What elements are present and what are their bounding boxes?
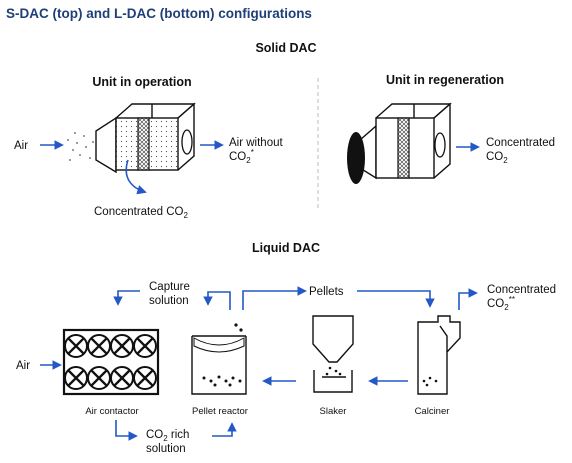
regeneration-output-line1: Concentrated xyxy=(486,137,555,149)
fan-icon xyxy=(87,334,111,358)
svg-text:CO2*: CO2* xyxy=(229,148,254,165)
fan-icon xyxy=(110,334,134,358)
liquid-output-co: CO xyxy=(487,298,504,310)
operation-box-top xyxy=(115,103,196,119)
fan-icon xyxy=(64,366,88,390)
regeneration-sealed-inlet xyxy=(347,132,365,184)
component-slaker: Slaker xyxy=(320,406,347,417)
regeneration-box-top xyxy=(375,103,452,119)
operation-byproduct: Concentrated CO xyxy=(94,206,184,218)
component-air-contactor: Air contactor xyxy=(85,406,138,417)
liquid-output-line1: Concentrated xyxy=(487,284,556,296)
operation-title: Unit in operation xyxy=(92,75,191,89)
rich-line2: solution xyxy=(146,443,186,455)
operation-byproduct-sub: 2 xyxy=(184,211,189,220)
liquid-output-mark: ** xyxy=(509,295,515,304)
svg-text:CO2**: CO2** xyxy=(487,295,515,312)
regeneration-sorbent-filter xyxy=(397,117,410,179)
operation-inlet-hood xyxy=(95,116,117,174)
rich-co: CO xyxy=(146,429,163,441)
rich-solution-out-arrow xyxy=(115,420,138,441)
operation-sorbent-filter xyxy=(137,117,150,171)
slaker-tank xyxy=(313,370,353,393)
regeneration-outlet-fan xyxy=(434,132,446,158)
capture-line2: solution xyxy=(149,295,189,307)
pellet-reactor-cone xyxy=(193,337,245,353)
calciner-pellets xyxy=(422,376,438,387)
regeneration-output-sub: 2 xyxy=(503,156,508,165)
svg-text:CO2 rich: CO2 rich xyxy=(146,429,189,443)
rich-solution-in-arrow xyxy=(212,422,237,437)
rich-sub: 2 xyxy=(163,434,168,443)
pellets-label: Pellets xyxy=(309,286,344,298)
svg-text:Concentrated CO2: Concentrated CO2 xyxy=(94,206,189,220)
calciner xyxy=(417,315,461,395)
pellet-reactor-pellets xyxy=(202,323,243,387)
air-contactor xyxy=(62,328,160,396)
page-title: S-DAC (top) and L-DAC (bottom) configura… xyxy=(6,6,312,21)
operation-outlet-fan xyxy=(181,129,193,155)
pellets-out-arrow xyxy=(242,286,307,310)
component-pellet-reactor: Pellet reactor xyxy=(192,406,248,417)
pellet-reactor xyxy=(191,323,247,395)
pellets-to-calciner-arrow xyxy=(357,290,435,308)
regeneration-title: Unit in regeneration xyxy=(386,73,504,87)
operation-output-co: CO xyxy=(229,151,246,163)
component-calciner: Calciner xyxy=(415,406,450,417)
fan-icon xyxy=(133,366,157,390)
capture-line1: Capture xyxy=(149,281,190,293)
capture-solution-arrow xyxy=(113,290,140,306)
slaker-particles xyxy=(325,366,342,376)
fan-icon xyxy=(110,366,134,390)
operation-output-mark: * xyxy=(251,148,254,157)
operation-box-side xyxy=(177,102,195,171)
air-particles xyxy=(67,132,94,161)
operation-input-air: Air xyxy=(14,140,28,152)
svg-text:CO2: CO2 xyxy=(486,151,508,165)
regeneration-box-side xyxy=(433,102,451,179)
air-contactor-fans xyxy=(64,334,157,390)
liquid-input-air: Air xyxy=(16,360,30,372)
fan-icon xyxy=(87,366,111,390)
pellet-reactor-vessel xyxy=(191,336,247,395)
calciner-body xyxy=(417,315,461,395)
fan-icon xyxy=(133,334,157,358)
operation-output-sub: 2 xyxy=(246,156,251,165)
operation-output-line1: Air without xyxy=(229,137,283,149)
solid-dac-heading: Solid DAC xyxy=(255,41,316,55)
regeneration-unit xyxy=(347,102,452,184)
regeneration-output-co: CO xyxy=(486,151,503,163)
liquid-output-sub: 2 xyxy=(504,303,509,312)
slaker-hopper xyxy=(312,315,354,363)
fan-icon xyxy=(64,334,88,358)
slaker xyxy=(312,315,354,393)
operation-unit xyxy=(95,102,196,174)
rich-rest: rich xyxy=(168,429,190,441)
calciner-co2-arrow xyxy=(458,288,478,310)
co2-release-arrow xyxy=(125,159,147,195)
liquid-dac-heading: Liquid DAC xyxy=(252,241,320,255)
reactor-to-capture-arrow xyxy=(203,291,231,310)
